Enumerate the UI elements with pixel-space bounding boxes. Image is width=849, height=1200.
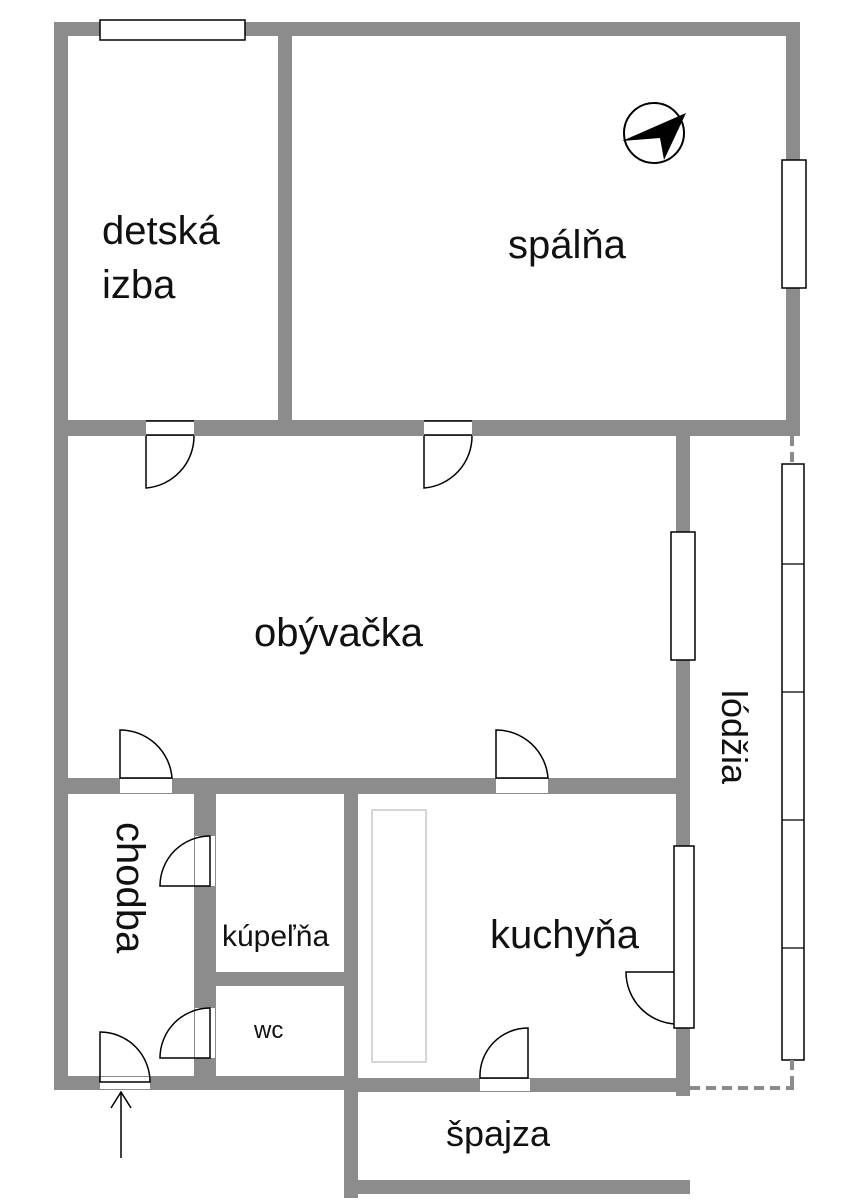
label-wc: wc (253, 1017, 283, 1044)
door-spajza (479, 1027, 529, 1079)
window-spalna (781, 159, 807, 289)
room-labels: detská izba spálňa obývačka kuchyňa kúpe… (102, 209, 755, 1154)
kitchen-counter (371, 809, 427, 1063)
door-obyvacka-chodba (119, 729, 173, 779)
label-detska-line1: detská (102, 209, 221, 253)
wall-left (54, 22, 68, 1090)
doors (99, 420, 677, 1083)
door-entrance (99, 1031, 151, 1083)
door-obyvacka-kuchyna (495, 729, 549, 779)
door-detska (145, 435, 195, 489)
wall-detska-spalna (278, 22, 292, 436)
door-wc (159, 1007, 211, 1059)
label-spalna: spálňa (508, 223, 627, 267)
label-obyvacka: obývačka (254, 611, 424, 655)
label-spajza: špajza (446, 1113, 551, 1154)
north-arrow-icon (622, 102, 686, 164)
label-kupelna: kúpeľňa (222, 920, 329, 953)
loggia-railing (690, 436, 805, 1090)
label-detska-line2: izba (102, 263, 176, 307)
door-kuchyna-lodzia (625, 971, 677, 1025)
wall-kupelna-kuchyna (344, 778, 358, 1198)
window-obyvacka (670, 531, 696, 661)
windows (99, 19, 807, 1029)
window-detska (99, 19, 246, 41)
wall-spajza-bottom (344, 1180, 690, 1194)
label-kuchyna: kuchyňa (490, 913, 640, 957)
door-spalna (423, 435, 473, 489)
label-lodzia: lódžia (714, 690, 755, 785)
wall-kupelna-wc (194, 972, 358, 986)
label-chodba: chodba (108, 822, 152, 954)
door-kupelna (159, 835, 211, 887)
window-kuchyna (673, 845, 695, 1029)
entrance-arrow-icon (110, 1090, 132, 1158)
door-gaps (100, 421, 689, 1091)
